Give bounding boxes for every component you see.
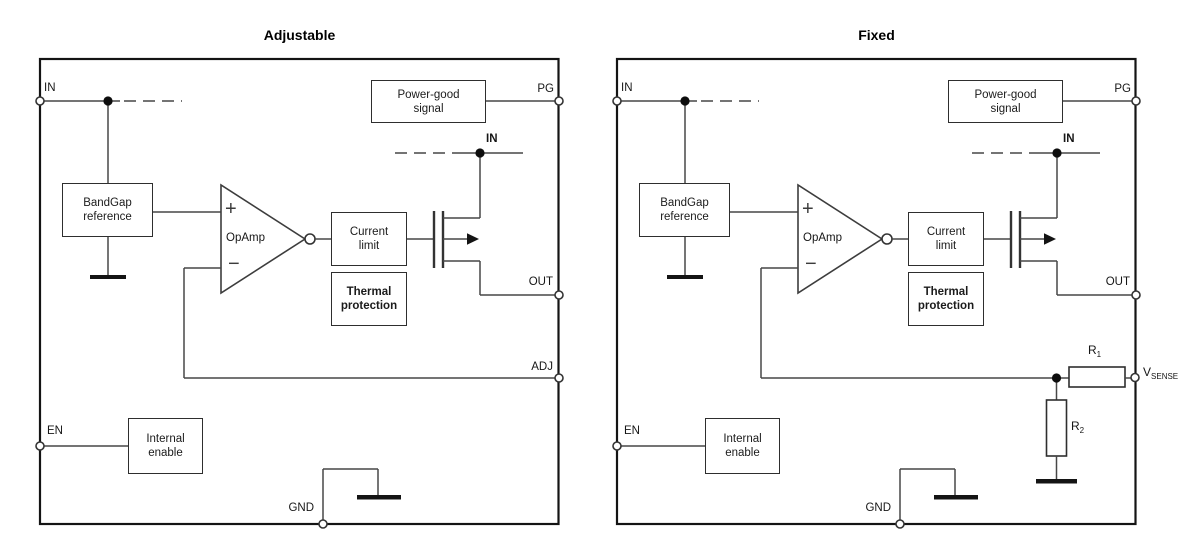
resistor-label-r1-main: R xyxy=(1088,343,1097,357)
internal-enable-block: Internal enable xyxy=(705,418,780,474)
port-label-out: OUT xyxy=(528,276,553,288)
opamp-output-bubble xyxy=(304,233,316,245)
port-label-vsense: VSENSE xyxy=(1143,366,1178,383)
port-label-in: IN xyxy=(44,82,56,94)
opamp-plus-input: + xyxy=(802,198,814,220)
port-label-en: EN xyxy=(47,425,63,437)
opamp-triangle xyxy=(797,183,884,295)
ground-bar xyxy=(1036,479,1077,484)
port-label-gnd: GND xyxy=(288,502,314,514)
port-label-vsense-main: V xyxy=(1143,365,1152,379)
ground-bar xyxy=(667,275,703,279)
thermal-protection-block: Thermal protection xyxy=(331,272,407,326)
power-good-block: Power-good signal xyxy=(948,80,1063,123)
port-out xyxy=(554,290,564,300)
port-label-en: EN xyxy=(624,425,640,437)
mosfet-body-arrow xyxy=(467,233,479,245)
port-in xyxy=(612,96,622,106)
opamp-output-bubble xyxy=(881,233,893,245)
port-in xyxy=(35,96,45,106)
port-label-pg: PG xyxy=(1114,83,1131,95)
port-label-in: IN xyxy=(621,82,633,94)
thermal-protection-block: Thermal protection xyxy=(908,272,984,326)
resistor-label-r1-sub: 1 xyxy=(1096,350,1102,359)
internal-enable-block: Internal enable xyxy=(128,418,203,474)
junction-dot xyxy=(680,96,690,106)
resistor-label-r2-sub: 2 xyxy=(1079,426,1085,435)
diagram-title: Fixed xyxy=(858,27,895,43)
port-adj xyxy=(554,373,564,383)
port-gnd xyxy=(318,519,328,529)
bandgap-reference-block: BandGap reference xyxy=(639,183,730,237)
ground-bar xyxy=(90,275,126,279)
junction-dot xyxy=(1052,148,1062,158)
junction-dot xyxy=(1051,373,1062,383)
port-label-pg: PG xyxy=(537,83,554,95)
bandgap-reference-block: BandGap reference xyxy=(62,183,153,237)
opamp-minus-input: − xyxy=(805,253,817,275)
ground-bar xyxy=(357,495,401,500)
port-pg xyxy=(554,96,564,106)
port-label-gnd: GND xyxy=(865,502,891,514)
current-limit-block: Current limit xyxy=(331,212,407,266)
port-en xyxy=(612,441,622,451)
opamp-plus-input: + xyxy=(225,198,237,220)
port-out xyxy=(1131,290,1141,300)
resistor-label-r2-main: R xyxy=(1071,419,1080,433)
ground-bar xyxy=(934,495,978,500)
fet-supply-rail-label: IN xyxy=(1063,133,1075,145)
diagram-title: Adjustable xyxy=(263,27,336,43)
mosfet-body-arrow xyxy=(1044,233,1056,245)
power-good-block: Power-good signal xyxy=(371,80,486,123)
opamp-label: OpAmp xyxy=(226,232,265,244)
opamp-minus-input: − xyxy=(228,253,240,275)
junction-dot xyxy=(103,96,113,106)
fet-supply-rail-label: IN xyxy=(486,133,498,145)
resistor-r2 xyxy=(1045,399,1068,457)
opamp-triangle xyxy=(220,183,307,295)
junction-dot xyxy=(475,148,485,158)
port-label-vsense-sub: SENSE xyxy=(1151,372,1179,381)
opamp-label: OpAmp xyxy=(803,232,842,244)
resistor-label-r1: R1 xyxy=(1088,344,1101,361)
port-en xyxy=(35,441,45,451)
current-limit-block: Current limit xyxy=(908,212,984,266)
port-label-out: OUT xyxy=(1105,276,1130,288)
resistor-label-r2: R2 xyxy=(1071,420,1084,437)
port-vsense xyxy=(1130,372,1140,383)
port-label-adj: ADJ xyxy=(531,361,553,373)
port-pg xyxy=(1131,96,1141,106)
port-gnd xyxy=(895,519,905,529)
resistor-r1 xyxy=(1068,366,1126,388)
